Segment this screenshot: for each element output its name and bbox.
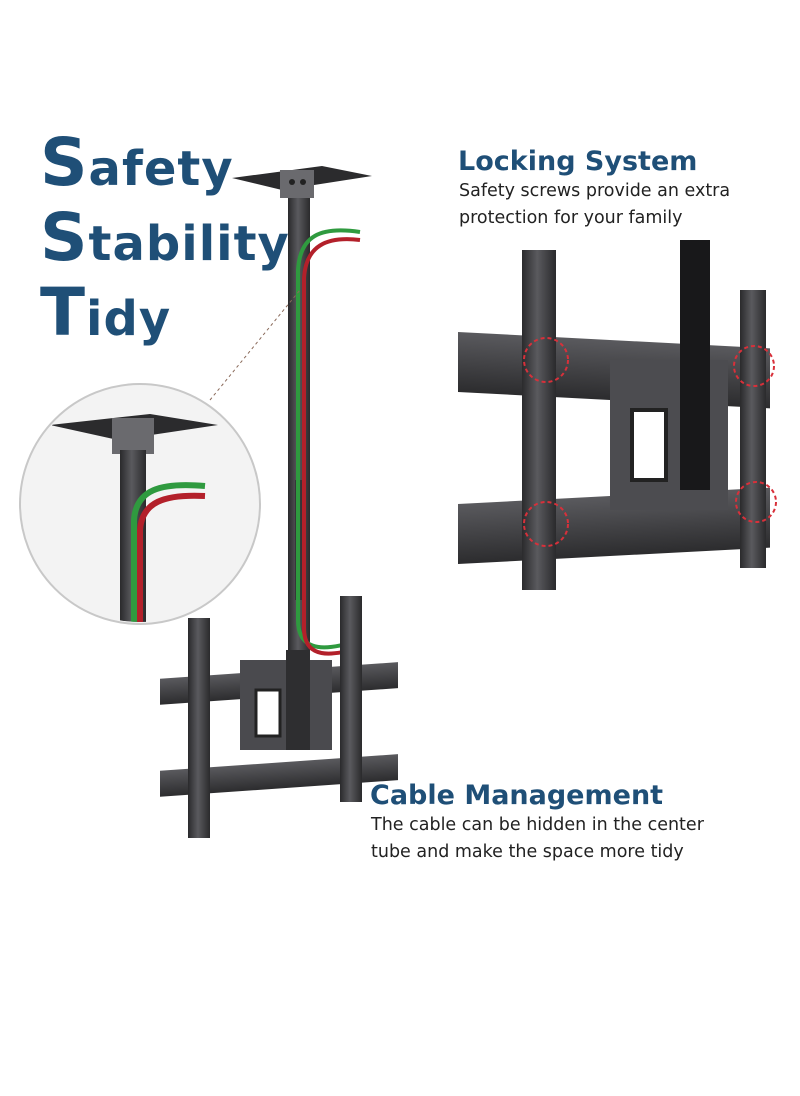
headline-safety-initial: S — [40, 124, 89, 201]
cable-desc-line-1: The cable can be hidden in the center — [371, 815, 704, 835]
locking-desc-line-1: Safety screws provide an extra — [459, 181, 731, 201]
headline-stability-initial: S — [40, 199, 89, 276]
cable-zoom-inset — [19, 289, 301, 625]
locking-system-detail — [458, 240, 777, 590]
headline-stability: Stability — [40, 205, 290, 271]
cable-management-title: Cable Management — [370, 780, 664, 811]
locking-system-description: Safety screws provide an extra protectio… — [459, 178, 730, 232]
cable-management-description: The cable can be hidden in the center tu… — [371, 812, 704, 866]
headline-tidy-rest: idy — [86, 291, 172, 347]
green-cable — [296, 228, 361, 650]
locking-system-title: Locking System — [458, 146, 698, 177]
headline-stability-rest: tability — [88, 216, 290, 272]
ceiling-plate — [232, 166, 372, 198]
red-cable — [302, 237, 361, 656]
tv-bracket — [160, 596, 398, 838]
headline-safety-rest: afety — [88, 141, 234, 197]
headline-tidy: Tidy — [40, 280, 171, 346]
headline-safety: Safety — [40, 130, 234, 196]
headline-tidy-initial: T — [40, 274, 87, 351]
locking-desc-line-2: protection for your family — [459, 208, 683, 228]
cable-desc-line-2: tube and make the space more tidy — [371, 842, 684, 862]
